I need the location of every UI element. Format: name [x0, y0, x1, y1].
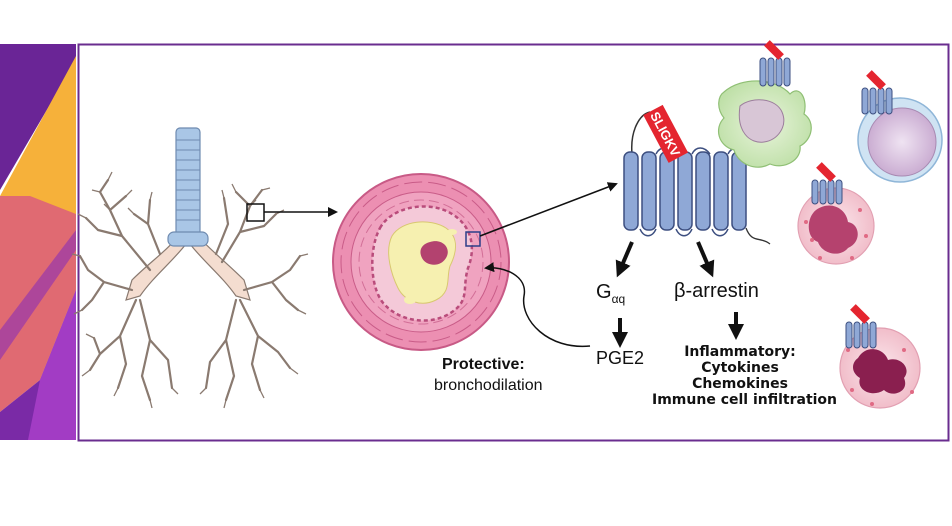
right-main-bronchus [189, 232, 251, 301]
bronchiole-tips [71, 171, 309, 409]
protective-effect: bronchodilation [434, 377, 543, 394]
immune-cell-neutrophil [839, 304, 921, 409]
inflammatory-item-infiltration: Immune cell infiltration [652, 392, 838, 408]
arrow-airway-to-receptor [479, 182, 618, 237]
arrow-to-gq [615, 241, 634, 278]
airway-lumen [420, 241, 448, 265]
inflammatory-block: Inflammatory: Cytokines Chemokines Immun… [652, 344, 838, 408]
arrow-to-barrestin [696, 241, 715, 278]
protective-title: Protective: [442, 356, 525, 373]
deco-magenta [28, 290, 76, 440]
inflammatory-item-cytokines: Cytokines [701, 360, 779, 376]
barrestin-label: β-arrestin [674, 280, 759, 302]
airway-cross-section [332, 173, 510, 351]
immune-cell-macrophage [717, 40, 812, 168]
gq-label: Gαq [596, 281, 626, 306]
inflammatory-title: Inflammatory: [684, 344, 796, 360]
immune-cell-lymphocyte [857, 70, 943, 183]
receptor-illustration [623, 111, 771, 245]
deco-magenta-strip [0, 230, 76, 360]
arrow-pge2-to-airway [484, 262, 591, 348]
deco-purple-top [0, 44, 76, 190]
immune-cell-eosinophil [797, 162, 875, 265]
lung-illustration [125, 127, 251, 301]
left-main-bronchus [125, 232, 187, 301]
inflammatory-item-chemokines: Chemokines [692, 376, 788, 392]
decorative-side-panel [0, 44, 76, 440]
airway-zoom-box [465, 231, 481, 247]
pge2-label: PGE2 [596, 348, 645, 368]
bronchial-tree [78, 178, 302, 402]
